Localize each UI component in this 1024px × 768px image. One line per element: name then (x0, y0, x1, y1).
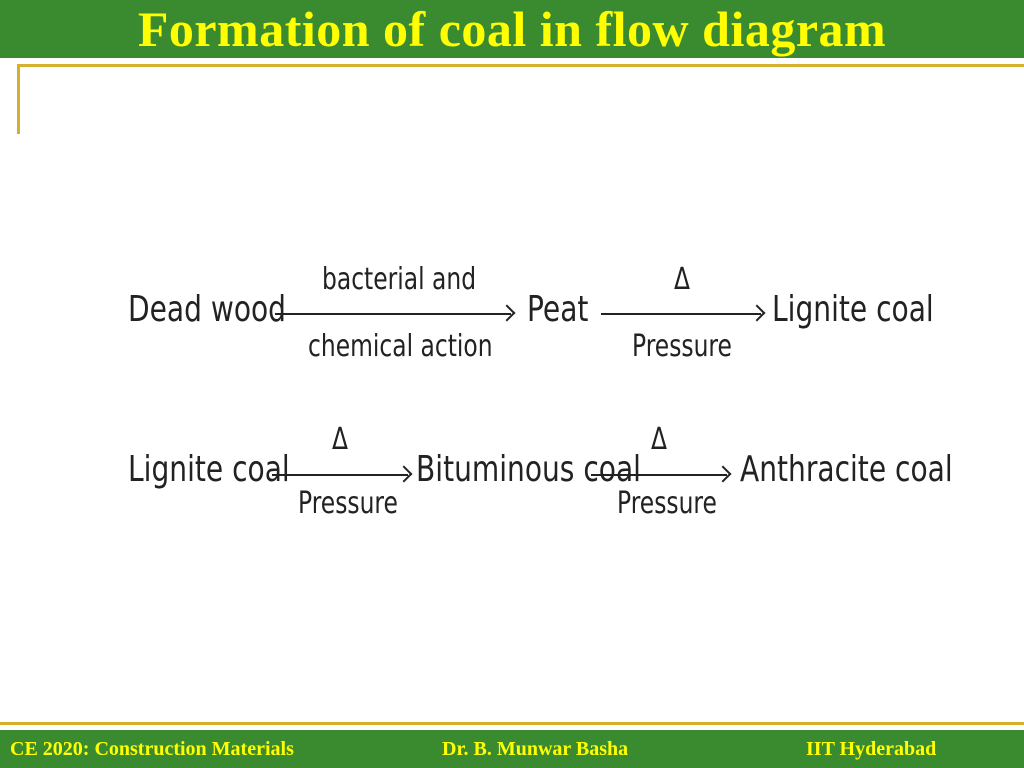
header-rule (17, 64, 1024, 67)
title-bar (0, 0, 1024, 58)
node-bituminous-coal: Bituminous coal (416, 449, 641, 490)
node-lignite-coal: Lignite coal (772, 289, 934, 330)
arrow-label-top-bacterial: bacterial and (322, 262, 477, 297)
arrow-label-bottom-chemical: chemical action (308, 329, 493, 364)
footer-author: Dr. B. Munwar Basha (442, 738, 629, 760)
footer-rule (0, 722, 1024, 725)
arrow-deadwood-to-peat (275, 313, 511, 315)
slide-title: Formation of coal in flow diagram (137, 1, 887, 57)
header-rule-left (17, 64, 20, 134)
arrow-label-top-delta: Δ (674, 262, 691, 297)
node-lignite-coal-2: Lignite coal (128, 449, 290, 490)
footer-bar (0, 730, 1024, 768)
arrow-label-bottom-pressure-2: Pressure (298, 486, 398, 521)
arrow-label-top-delta-2: Δ (332, 422, 349, 457)
footer-institute: IIT Hyderabad (806, 738, 937, 760)
node-dead-wood: Dead wood (128, 289, 287, 330)
node-anthracite-coal: Anthracite coal (740, 449, 953, 490)
arrow-peat-to-lignite (601, 313, 761, 315)
arrow-lignite-to-bituminous (272, 474, 408, 476)
arrow-label-top-delta-3: Δ (651, 422, 668, 457)
arrow-bituminous-to-anthracite (591, 474, 727, 476)
node-peat: Peat (527, 289, 589, 330)
arrow-label-bottom-pressure: Pressure (632, 329, 732, 364)
footer-course: CE 2020: Construction Materials (10, 738, 294, 760)
arrow-label-bottom-pressure-3: Pressure (617, 486, 717, 521)
